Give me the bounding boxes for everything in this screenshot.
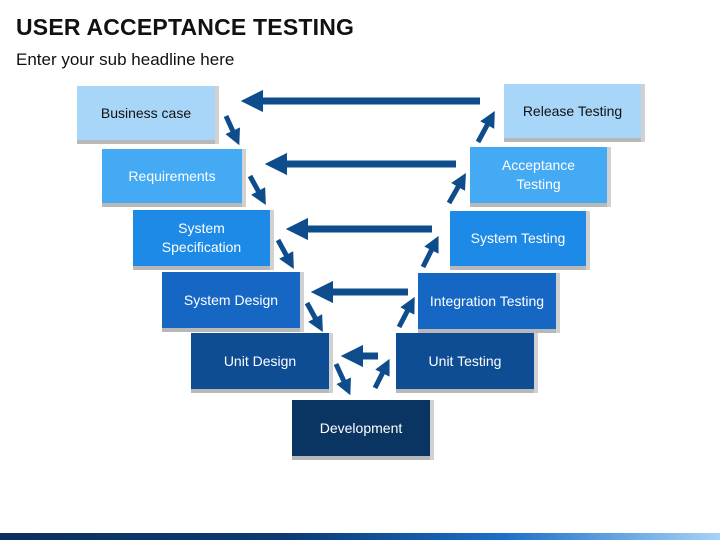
arrow-down-5 (333, 362, 351, 396)
page-subtitle: Enter your sub headline here (16, 50, 235, 69)
block-integration-testing-label: Integration Testing (429, 292, 545, 309)
arrow-down-4 (304, 301, 323, 333)
block-business-case: Business case (77, 86, 219, 144)
block-system-design-label: System Design (183, 291, 279, 308)
arrow-down-2 (247, 174, 266, 206)
arrow-down-3 (275, 238, 294, 270)
block-unit-design-label: Unit Design (223, 352, 297, 369)
block-requirements: Requirements (102, 149, 246, 207)
block-release-testing: Release Testing (504, 84, 645, 142)
block-system-specification: System Specification (133, 210, 274, 270)
block-system-design: System Design (162, 272, 304, 332)
footer-bar (0, 533, 720, 540)
arrow-down-1 (223, 114, 240, 146)
block-unit-testing-label: Unit Testing (428, 352, 502, 369)
block-acceptance-testing: Acceptance Testing (470, 147, 611, 207)
arrow-up-5 (475, 110, 495, 144)
arrow-up-2 (396, 296, 415, 329)
page-title: USER ACCEPTANCE TESTING (16, 14, 355, 40)
block-development: Development (292, 400, 434, 460)
block-system-testing: System Testing (450, 211, 590, 270)
block-unit-testing: Unit Testing (396, 333, 538, 393)
block-system-testing-label: System Testing (470, 230, 566, 246)
arrow-up-1 (372, 358, 390, 390)
block-unit-design: Unit Design (191, 333, 333, 393)
block-requirements-label: Requirements (128, 167, 216, 184)
block-acceptance-testing-label: Acceptance Testing (501, 157, 576, 192)
arrow-up-3 (420, 235, 439, 269)
block-business-case-label: Business case (100, 104, 192, 121)
block-development-label: Development (319, 419, 403, 436)
block-release-testing-label: Release Testing (522, 102, 623, 119)
block-integration-testing: Integration Testing (418, 273, 560, 333)
block-system-specification-label: System Specification (161, 220, 242, 255)
arrow-up-4 (446, 173, 466, 205)
